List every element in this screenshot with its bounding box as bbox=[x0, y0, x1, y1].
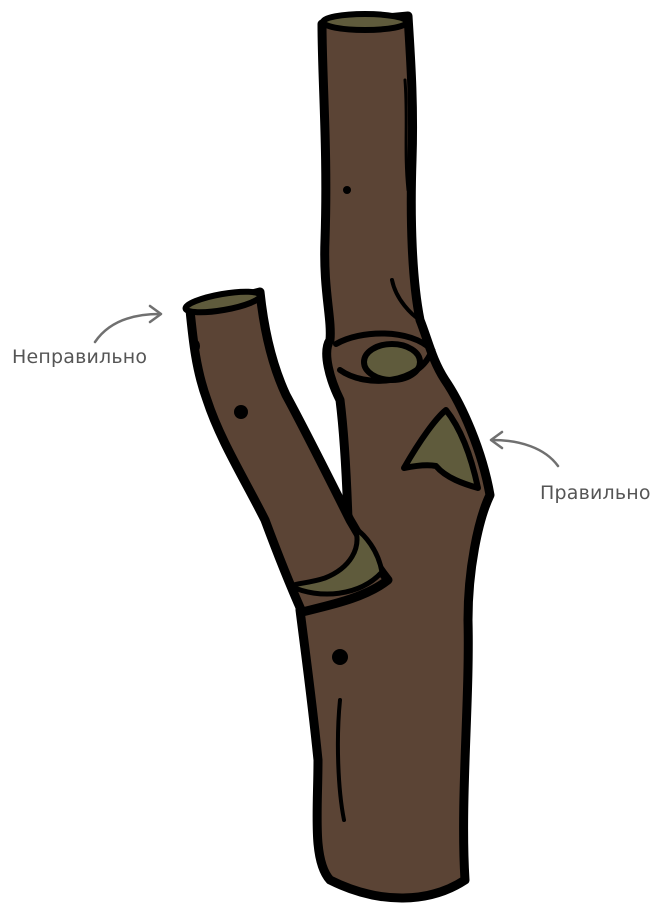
correct-cut-label: Правильно bbox=[540, 482, 651, 504]
incorrect-cut-label: Неправильно bbox=[12, 346, 147, 368]
bark-mark bbox=[234, 405, 248, 419]
bark-mark bbox=[192, 340, 200, 352]
trunk-top-cut bbox=[323, 14, 407, 30]
correct-arrow bbox=[492, 440, 558, 466]
incorrect-arrow bbox=[95, 314, 160, 342]
bark-mark bbox=[332, 649, 348, 665]
bark-mark bbox=[343, 186, 351, 194]
